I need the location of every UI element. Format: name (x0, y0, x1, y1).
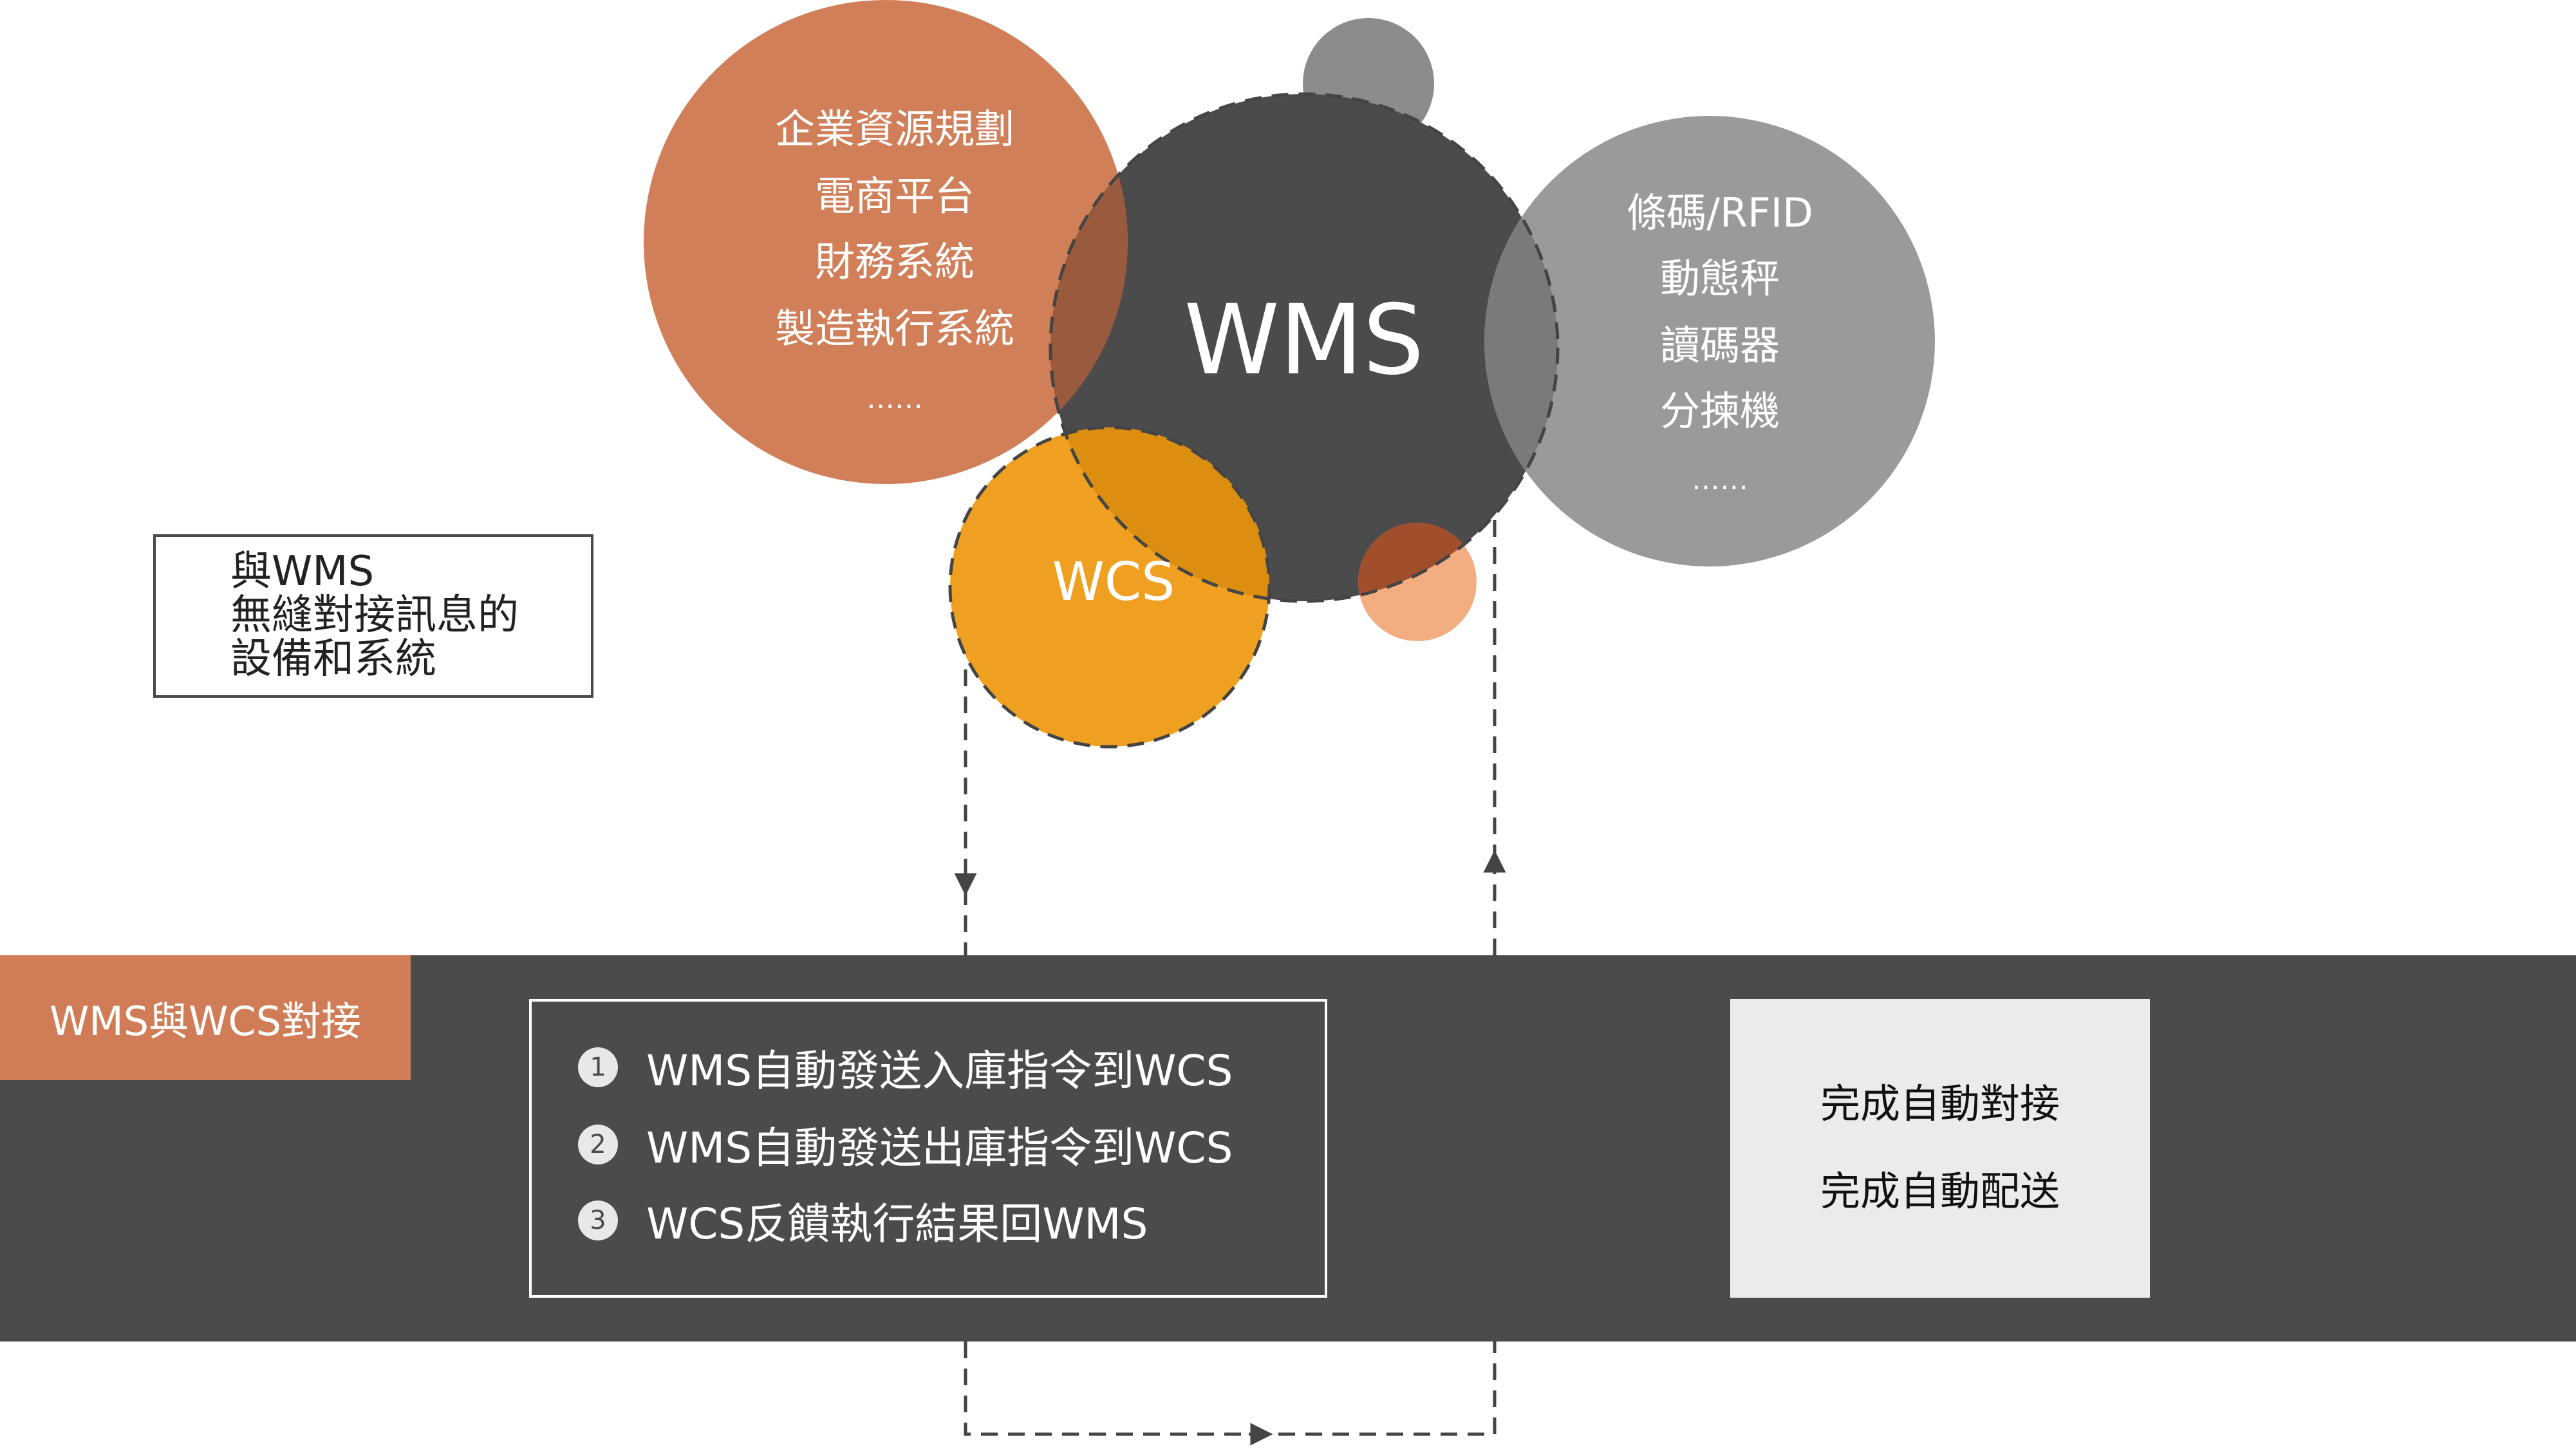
result-box: 完成自動對接 完成自動配送 (1730, 999, 2150, 1298)
erp-line: 財務系統 (815, 238, 975, 285)
devices-line: 動態秤 (1660, 255, 1780, 302)
devices-text-group: 條碼/RFID 動態秤 讀碼器 分揀機 …… (1627, 189, 1813, 496)
step-number-badge: 1 (578, 1047, 618, 1087)
devices-line: 讀碼器 (1660, 322, 1780, 369)
step-item: 1 WMS自動發送入庫指令到WCS (578, 1042, 1233, 1096)
left-annotation-box: 與WMS 無縫對接訊息的 設備和系統 (153, 534, 593, 698)
band-tag: WMS與WCS對接 (0, 955, 411, 1080)
step-item: 3 WCS反饋執行結果回WMS (578, 1195, 1148, 1249)
bottom-loop-connector (964, 1341, 1497, 1436)
step-text: WMS自動發送出庫指令到WCS (646, 1123, 1233, 1173)
erp-line: …… (866, 382, 923, 415)
wcs-dashed-outline (948, 425, 1271, 749)
left-annotation-line: 設備和系統 (230, 635, 436, 683)
step-item: 2 WMS自動發送出庫指令到WCS (578, 1119, 1233, 1173)
result-line: 完成自動配送 (1820, 1168, 2060, 1215)
wcs-label: WCS (1052, 552, 1175, 613)
devices-line: 分揀機 (1660, 388, 1780, 435)
wms-dashed-outline (1049, 92, 1560, 603)
step-number-badge: 2 (578, 1125, 618, 1164)
erp-line: 電商平台 (815, 173, 975, 220)
step-text: WCS反饋執行結果回WMS (646, 1199, 1148, 1249)
wms-label: WMS (1184, 285, 1424, 397)
step-text: WMS自動發送入庫指令到WCS (646, 1046, 1233, 1096)
erp-line: 製造執行系統 (775, 305, 1014, 352)
devices-line: 條碼/RFID (1627, 189, 1813, 236)
erp-line: 企業資源規劃 (775, 106, 1014, 153)
connector-lines (954, 509, 1506, 1446)
devices-circle (1484, 116, 1935, 566)
left-annotation-line: 無縫對接訊息的 (230, 592, 519, 639)
result-line: 完成自動對接 (1820, 1080, 2060, 1127)
step-number-badge: 3 (578, 1201, 618, 1240)
erp-text-group: 企業資源規劃 電商平台 財務系統 製造執行系統 …… (775, 106, 1014, 415)
devices-line: …… (1692, 463, 1748, 496)
steps-box: 1 WMS自動發送入庫指令到WCS 2 WMS自動發送出庫指令到WCS 3 WC… (529, 999, 1327, 1298)
erp-circle (644, 0, 1128, 484)
left-annotation-line: 與WMS (230, 548, 375, 595)
